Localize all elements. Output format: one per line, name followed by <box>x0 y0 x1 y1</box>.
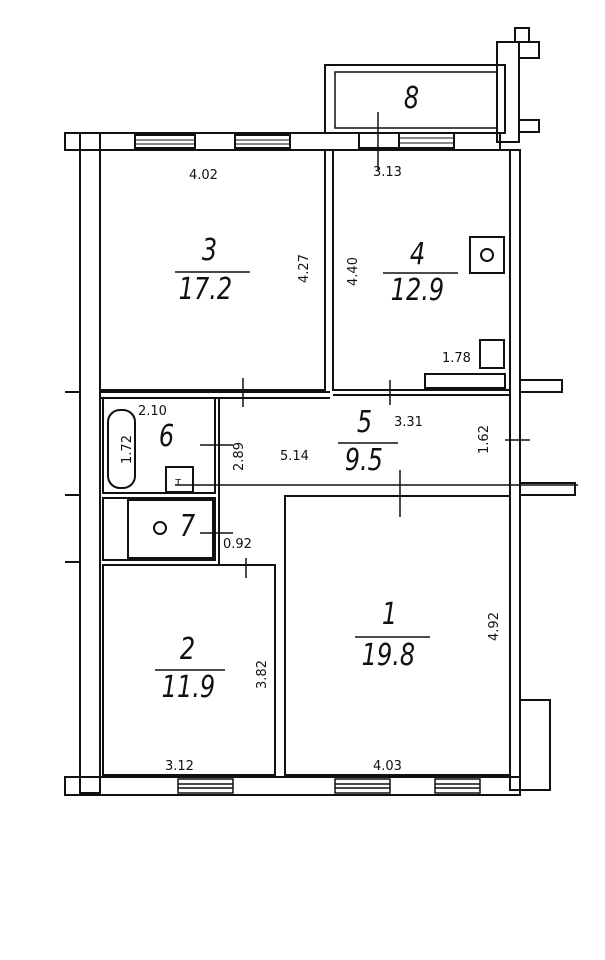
room1-area: 19.8 <box>361 638 416 673</box>
window-top-room4 <box>358 132 455 149</box>
room-7-toilet <box>102 497 216 561</box>
dim-room2-width: 3.12 <box>165 759 194 774</box>
toilet-tank-icon <box>165 466 194 493</box>
dim-room4-height: 4.40 <box>345 257 361 286</box>
dim-room1-width: 4.03 <box>373 759 402 774</box>
dim-corridor-width: 3.31 <box>394 415 423 430</box>
room3-area: 17.2 <box>178 272 233 307</box>
room2-number: 2 <box>179 632 196 667</box>
dim-corridor-length: 5.14 <box>280 449 309 464</box>
wall-bottom <box>64 776 521 796</box>
room5-number: 5 <box>356 405 373 440</box>
room5-area: 9.5 <box>344 443 383 478</box>
room8-number: 8 <box>403 81 420 116</box>
room1-number: 1 <box>381 597 398 632</box>
sink-icon <box>479 339 505 369</box>
room-2 <box>102 564 276 776</box>
room6-number: 6 <box>158 419 175 454</box>
dim-corridor-side: 1.62 <box>476 425 492 454</box>
dim-room2-height: 3.82 <box>254 660 270 689</box>
room-4 <box>332 149 511 391</box>
room2-area: 11.9 <box>161 670 216 705</box>
dim-room4-niche: 1.78 <box>442 351 471 366</box>
room-3 <box>99 149 326 391</box>
room7-number: 7 <box>179 509 196 544</box>
window-top-room3 <box>134 134 291 149</box>
room4-number: 4 <box>409 237 426 272</box>
wall-right <box>509 149 521 791</box>
balcony-8 <box>324 64 506 134</box>
window-bottom <box>177 778 481 794</box>
dim-room7-width: 0.92 <box>223 537 252 552</box>
bathtub-icon <box>107 409 136 489</box>
room4-area: 12.9 <box>390 273 445 308</box>
dim-room4-width: 3.13 <box>373 165 402 180</box>
wall-left <box>79 132 101 794</box>
dim-room1-height: 4.92 <box>486 612 502 641</box>
dim-room3-height: 4.27 <box>296 254 312 283</box>
room3-number: 3 <box>201 233 218 268</box>
room-1 <box>284 495 511 776</box>
dim-room6-height: 1.72 <box>119 435 135 464</box>
dim-corridor-left: 2.89 <box>231 442 247 471</box>
dim-room6-width: 2.10 <box>138 404 167 419</box>
stove-icon <box>469 236 505 274</box>
dim-room3-width: 4.02 <box>189 168 218 183</box>
toilet-tank-label: т <box>175 475 182 488</box>
toilet-icon <box>153 521 167 535</box>
